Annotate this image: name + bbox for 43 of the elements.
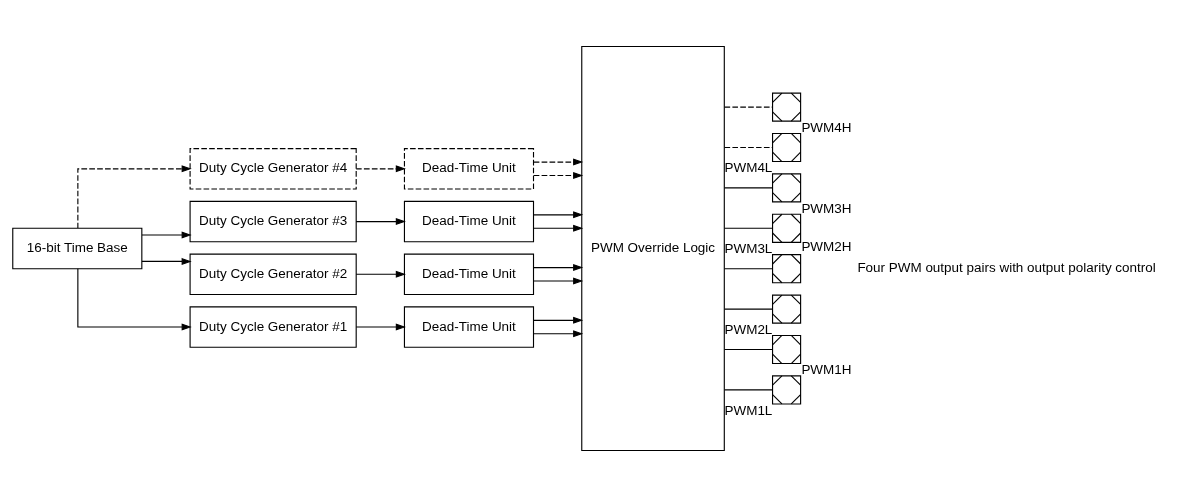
- node-box: Duty Cycle Generator #2: [189, 253, 357, 295]
- arrow: [141, 257, 192, 265]
- arrow: [355, 217, 406, 225]
- arrow: [533, 158, 584, 166]
- node-box: PWM Override Logic: [581, 45, 725, 451]
- arrow: [533, 263, 584, 271]
- node-label: PWM4H: [801, 119, 852, 135]
- arrow: [533, 224, 584, 232]
- arrow: [533, 316, 584, 324]
- node-box: Dead-Time Unit: [403, 200, 535, 242]
- arrow: [355, 270, 406, 278]
- connector: [723, 348, 773, 350]
- connector: [723, 146, 773, 148]
- node-label: PWM4L: [724, 159, 773, 175]
- node-box: Dead-Time Unit: [403, 253, 535, 295]
- node-box: Duty Cycle Generator #1: [189, 305, 357, 348]
- node-label: PWM3H: [801, 200, 852, 216]
- arrow: [141, 231, 192, 239]
- connector: [723, 388, 773, 390]
- node-label: PWM3L: [724, 240, 773, 256]
- node-box: Dead-Time Unit: [403, 147, 535, 190]
- node-box: Duty Cycle Generator #4: [189, 147, 357, 190]
- connector: [723, 106, 773, 108]
- arrow: [533, 277, 584, 285]
- node-box: Duty Cycle Generator #3: [189, 200, 357, 242]
- arrow: [77, 267, 192, 331]
- label: Four PWM output pairs with output polarity control: [857, 259, 1156, 275]
- arrow: [355, 164, 406, 172]
- arrow: [355, 323, 406, 331]
- node-label: PWM1H: [801, 361, 852, 377]
- arrow: [77, 164, 192, 229]
- connector: [723, 186, 773, 188]
- arrow: [533, 329, 584, 337]
- node-box: Dead-Time Unit: [403, 305, 535, 348]
- node-label: PWM1L: [724, 402, 773, 418]
- node-label: PWM2L: [724, 321, 773, 337]
- arrow: [533, 171, 584, 179]
- connector: [723, 227, 773, 229]
- node-box: 16-bit Time Base: [12, 227, 143, 269]
- node-label: PWM2H: [801, 238, 852, 254]
- connector: [723, 267, 773, 269]
- arrow: [533, 210, 584, 218]
- connector: [723, 308, 773, 310]
